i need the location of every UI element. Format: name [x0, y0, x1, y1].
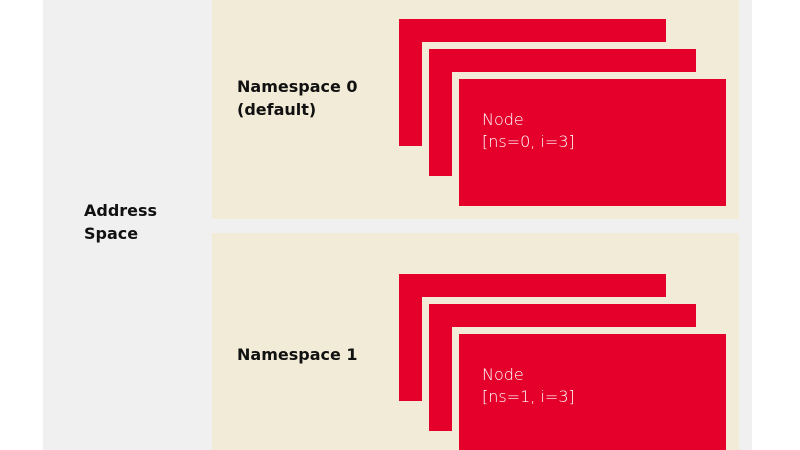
- namespace-0-default: (default): [237, 100, 317, 119]
- node-front: Node [ns=0, i=3]: [459, 79, 726, 206]
- node-id: [ns=0, i=3]: [482, 132, 575, 151]
- namespace-0: Namespace 0 (default) Node [ns=0, i=3]: [212, 0, 739, 219]
- address-space-label: Address Space: [84, 201, 158, 243]
- namespace-1: Namespace 1 Node [ns=1, i=3]: [212, 233, 739, 450]
- node-title: Node: [482, 365, 524, 384]
- namespace-0-label: Namespace 0 (default): [237, 75, 358, 121]
- namespace-1-label: Namespace 1: [237, 343, 358, 366]
- node-title: Node: [482, 110, 524, 129]
- namespace-1-name: Namespace 1: [237, 345, 358, 364]
- node-id: [ns=1, i=3]: [482, 387, 575, 406]
- node-front: Node [ns=1, i=3]: [459, 334, 726, 450]
- namespace-0-name: Namespace 0: [237, 77, 358, 96]
